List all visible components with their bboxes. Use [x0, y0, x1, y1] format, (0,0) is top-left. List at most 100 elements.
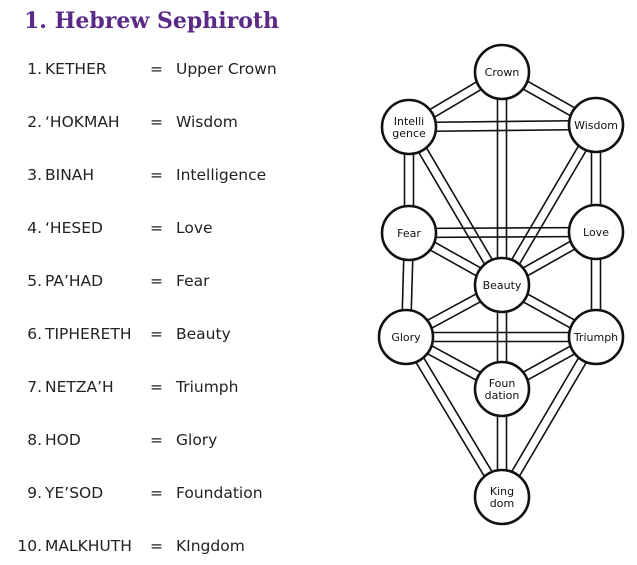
sephira-meaning: Glory	[176, 431, 218, 449]
node-circle	[380, 204, 438, 262]
path-line	[409, 334, 507, 496]
path-line	[505, 126, 601, 288]
node-label: Intelli	[394, 115, 424, 128]
node-circle	[377, 308, 435, 366]
sephira-number: 1.	[27, 60, 42, 78]
sephira-name: NETZA’H	[45, 378, 114, 396]
sephira-meaning: Triumph	[176, 378, 239, 396]
sephira-node-foundation: Foundation	[473, 360, 531, 418]
sephira-node-love: Love	[567, 203, 625, 261]
node-label: Love	[583, 226, 609, 239]
path-crown-beauty	[496, 72, 508, 285]
sephira-meaning: Upper Crown	[176, 60, 277, 78]
node-circle	[473, 43, 531, 101]
path-line	[412, 124, 507, 284]
node-label: Triumph	[573, 331, 618, 344]
sephira-name: TIPHERETH	[45, 325, 132, 343]
equals-sign: =	[150, 166, 163, 184]
sephira-row: 8.HOD = Glory	[0, 428, 330, 452]
sephira-row: 9.YE’SOD = Foundation	[0, 481, 330, 505]
sephira-meaning: Intelligence	[176, 166, 267, 184]
equals-sign: =	[150, 484, 163, 502]
sephira-row: 7.NETZA’H = Triumph	[0, 375, 330, 399]
path-line	[497, 334, 593, 496]
sephira-meaning: Fear	[176, 272, 210, 290]
path-wisdom-intelligence	[408, 119, 597, 133]
sephira-number: 9.	[27, 484, 42, 502]
path-line	[409, 128, 597, 133]
sephira-node-crown: Crown	[473, 43, 531, 101]
path-line	[404, 128, 499, 288]
sephira-number: 4.	[27, 219, 42, 237]
sephira-number: 10.	[17, 537, 42, 555]
sephira-number: 3.	[27, 166, 42, 184]
path-line	[505, 338, 601, 500]
node-circle	[473, 360, 531, 418]
node-circle	[473, 468, 531, 526]
node-label: Fear	[397, 227, 421, 240]
sephira-row: 5.PA’HAD = Fear	[0, 269, 330, 293]
path-triumph-kingdom	[497, 334, 601, 500]
node-circle	[380, 98, 438, 156]
sephira-number: 7.	[27, 378, 42, 396]
path-wisdom-beauty	[497, 122, 601, 288]
path-line	[497, 122, 593, 284]
sephira-name: HOD	[45, 431, 81, 449]
node-label: King	[490, 485, 514, 498]
path-triumph-glory	[406, 331, 596, 343]
node-circle	[567, 96, 625, 154]
equals-sign: =	[150, 60, 163, 78]
sephira-node-intelligence: Intelligence	[380, 98, 438, 156]
equals-sign: =	[150, 113, 163, 131]
sephira-meaning: Foundation	[176, 484, 263, 502]
node-circle	[473, 256, 531, 314]
equals-sign: =	[150, 272, 163, 290]
equals-sign: =	[150, 378, 163, 396]
sephira-row: 4.‘HESED = Love	[0, 216, 330, 240]
sephira-name: PA’HAD	[45, 272, 104, 290]
node-label: gence	[392, 127, 426, 140]
sephira-node-wisdom: Wisdom	[567, 96, 625, 154]
equals-sign: =	[150, 537, 163, 555]
sephira-row: 3.BINAH = Intelligence	[0, 163, 330, 187]
sephira-node-fear: Fear	[380, 204, 438, 262]
sephira-name: BINAH	[45, 166, 95, 184]
sephira-node-triumph: Triumph	[567, 308, 625, 366]
sephira-name: YE’SOD	[45, 484, 104, 502]
node-label: Wisdom	[574, 119, 618, 132]
sephira-name: KETHER	[45, 60, 107, 78]
path-line	[408, 226, 596, 230]
sephira-row: 6.TIPHERETH = Beauty	[0, 322, 330, 346]
sephira-meaning: Beauty	[176, 325, 231, 343]
equals-sign: =	[150, 431, 163, 449]
page-title: 1. Hebrew Sephiroth	[24, 8, 280, 34]
sephira-meaning: Love	[176, 219, 213, 237]
sephira-number: 6.	[27, 325, 42, 343]
node-label: Glory	[391, 331, 421, 344]
sephira-number: 5.	[27, 272, 42, 290]
node-label: Crown	[485, 66, 520, 79]
path-love-fear	[408, 226, 597, 239]
node-label: dation	[485, 389, 520, 402]
equals-sign: =	[150, 325, 163, 343]
node-label: Beauty	[483, 279, 522, 292]
equals-sign: =	[150, 219, 163, 237]
node-label: Foun	[489, 377, 516, 390]
sephira-row: 2.‘HOKMAH=Wisdom	[0, 110, 330, 134]
sephira-meaning: Wisdom	[176, 113, 238, 131]
sephira-row: 10.MALKHUTH = KIngdom	[0, 534, 330, 558]
sephira-number: 8.	[27, 431, 42, 449]
sephira-meaning: KIngdom	[176, 537, 245, 555]
path-glory-kingdom	[401, 334, 507, 500]
sephira-name: MALKHUTH	[45, 537, 132, 555]
sephira-name: ‘HESED	[45, 219, 103, 237]
sephira-node-glory: Glory	[377, 308, 435, 366]
path-line	[408, 119, 596, 124]
path-line	[409, 235, 597, 239]
path-intelligence-beauty	[404, 124, 507, 288]
sephira-node-beauty: Beauty	[473, 256, 531, 314]
node-circle	[567, 308, 625, 366]
